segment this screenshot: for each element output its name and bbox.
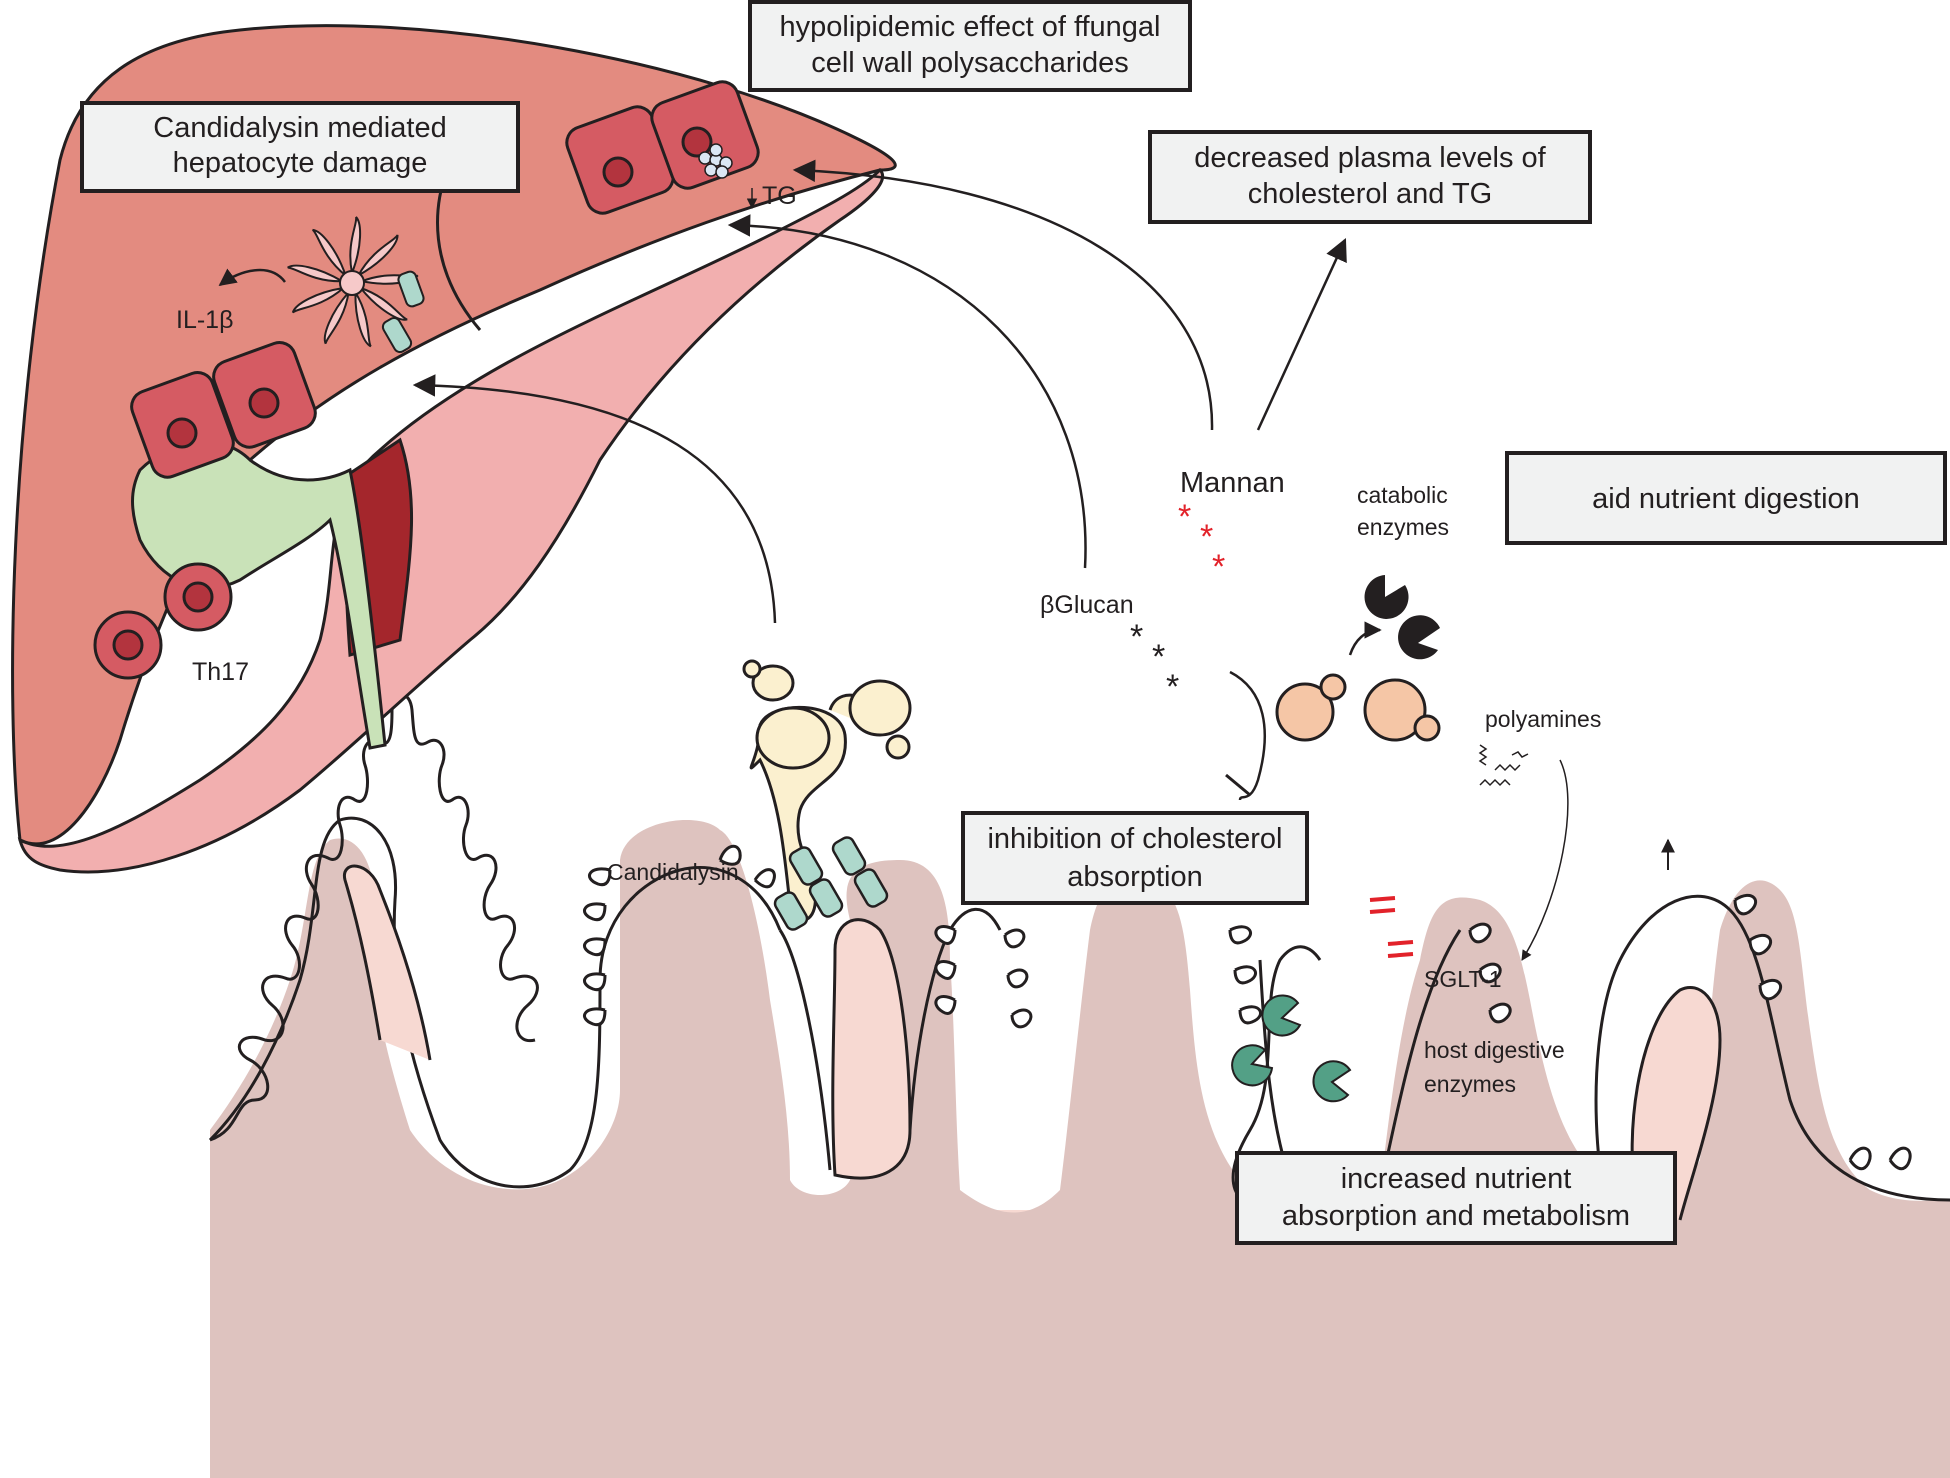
svg-text:*: * bbox=[1130, 618, 1143, 656]
svg-text:*: * bbox=[1200, 518, 1213, 556]
arrow-mannan-to-liver bbox=[792, 159, 1214, 431]
box-hypolipidemic: hypolipidemic effect of ffungal cell wal… bbox=[748, 0, 1192, 92]
label-host-enzymes-line1: host digestive bbox=[1424, 1037, 1565, 1063]
pacman-enzyme-icon bbox=[1398, 615, 1440, 660]
catabolic-enzyme-icons bbox=[1364, 575, 1440, 660]
box-hepatocyte-damage: Candidalysin mediated hepatocyte damage bbox=[80, 101, 520, 193]
microvilli bbox=[583, 844, 1912, 1171]
box-plasma-levels-line1: decreased plasma levels of bbox=[1194, 142, 1546, 174]
box-cholesterol-absorption-line1: inhibition of cholesterol bbox=[987, 823, 1282, 855]
box-plasma-levels: decreased plasma levels of cholesterol a… bbox=[1148, 130, 1592, 224]
box-hepatocyte-damage-line2: hepatocyte damage bbox=[173, 147, 428, 179]
box-hypolipidemic-line1: hypolipidemic effect of ffungal bbox=[779, 11, 1160, 43]
arrow-candida-to-liver bbox=[412, 374, 777, 624]
host-enzyme-icon bbox=[1312, 1060, 1352, 1103]
arrow-bglucan-to-liver bbox=[727, 214, 1087, 569]
nucleus bbox=[681, 126, 713, 158]
pacman-enzyme-icon bbox=[1364, 575, 1409, 619]
label-il1b: IL-1β bbox=[176, 306, 233, 334]
intestinal-wall bbox=[210, 820, 1950, 1478]
inhibition-bar bbox=[1225, 773, 1251, 797]
box-hepatocyte-damage-line1: Candidalysin mediated bbox=[153, 112, 446, 144]
box-cholesterol-absorption: inhibition of cholesterol absorption bbox=[961, 811, 1309, 905]
svg-text:*: * bbox=[1166, 668, 1179, 706]
label-mannan: Mannan bbox=[1180, 467, 1285, 499]
nucleus bbox=[112, 629, 144, 661]
polyamines-squiggles bbox=[1478, 744, 1529, 787]
liver-left-lobe bbox=[17, 167, 884, 874]
arrow-yeast-to-enzymes bbox=[1348, 621, 1382, 656]
label-sglt1: SGLT-1 bbox=[1424, 966, 1502, 992]
arrow-mannan-to-plasma bbox=[1256, 237, 1347, 431]
liver bbox=[11, 24, 897, 874]
th17-cells bbox=[93, 562, 233, 680]
nucleus bbox=[166, 417, 198, 449]
box-nutrient-digestion: aid nutrient digestion bbox=[1505, 451, 1947, 545]
box-nutrient-digestion-line1: aid nutrient digestion bbox=[1592, 483, 1860, 515]
host-enzyme-icon bbox=[1261, 994, 1302, 1037]
inhibition-bglucan bbox=[1229, 670, 1266, 801]
box-nutrient-absorption-line1: increased nutrient bbox=[1341, 1163, 1572, 1195]
damaged-hepatocyte bbox=[287, 216, 419, 348]
box-hypolipidemic-line2: cell wall polysaccharides bbox=[811, 47, 1129, 79]
nucleus bbox=[182, 581, 214, 613]
nucleus bbox=[248, 387, 280, 419]
hepatocyte-cluster-top bbox=[565, 80, 760, 215]
box-nutrient-absorption-line2: absorption and metabolism bbox=[1282, 1200, 1630, 1232]
villus-4 bbox=[1594, 894, 1950, 1202]
box-nutrient-absorption: increased nutrient absorption and metabo… bbox=[1235, 1151, 1677, 1245]
sglt1-transporters bbox=[1369, 896, 1414, 958]
host-digestive-enzymes bbox=[1231, 994, 1352, 1103]
arrows bbox=[218, 159, 1675, 961]
betaglucan-asterisks: * * * bbox=[1130, 618, 1179, 706]
hepatocyte-cluster-bottom bbox=[130, 341, 317, 479]
svg-text:*: * bbox=[1212, 548, 1225, 586]
lipid-droplets bbox=[698, 143, 733, 179]
label-catabolic-line1: catabolic bbox=[1357, 482, 1448, 508]
damaged-nucleus bbox=[339, 270, 365, 296]
arrow-flower-to-il1b bbox=[218, 268, 286, 287]
label-bglucan: βGlucan bbox=[1040, 591, 1134, 619]
svg-text:*: * bbox=[1178, 498, 1191, 536]
svg-text:*: * bbox=[1152, 638, 1165, 676]
villus-1 bbox=[208, 816, 782, 1189]
candidalysin-pores-liver bbox=[381, 270, 425, 354]
intestine bbox=[208, 693, 1950, 1478]
label-catabolic-line2: enzymes bbox=[1357, 514, 1449, 540]
box-plasma-levels-line2: cholesterol and TG bbox=[1248, 178, 1493, 210]
label-candidalysin: Candidalysin bbox=[607, 859, 739, 885]
nucleus bbox=[602, 156, 634, 188]
host-enzyme-icon bbox=[1231, 1044, 1274, 1087]
label-host-enzymes-line2: enzymes bbox=[1424, 1071, 1516, 1097]
candidalysin-pores bbox=[773, 836, 889, 931]
arrow-polyamines-to-sglt1 bbox=[1521, 759, 1569, 961]
box-cholesterol-absorption-line2: absorption bbox=[1067, 861, 1202, 893]
label-polyamines: polyamines bbox=[1485, 706, 1601, 732]
villus-2-inner bbox=[831, 918, 912, 1180]
villus-1-inner bbox=[343, 864, 432, 1061]
label-tg: TG bbox=[762, 182, 797, 210]
yeast-cells bbox=[1275, 673, 1441, 742]
mannan-asterisks: * * * bbox=[1178, 498, 1225, 586]
label-th17: Th17 bbox=[192, 658, 249, 686]
candida-hyphae bbox=[742, 659, 912, 922]
